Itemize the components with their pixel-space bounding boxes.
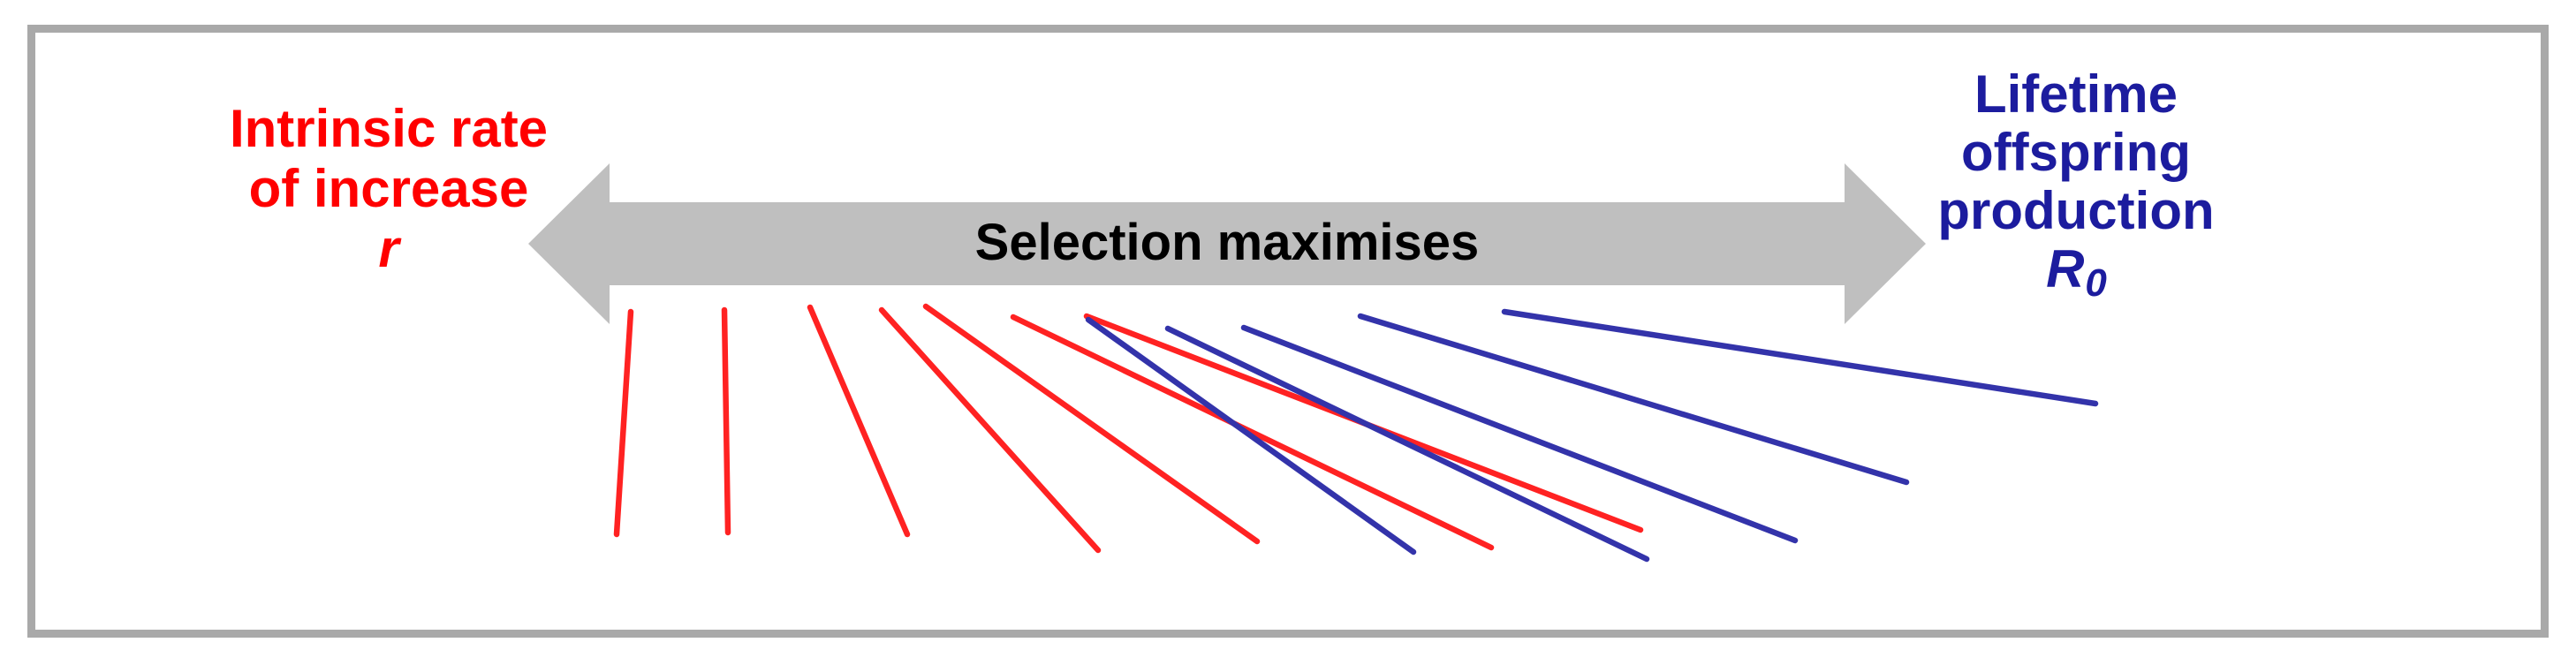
fan-line-blue	[1240, 324, 1799, 544]
left-label-line2: of increase	[248, 159, 529, 218]
fitness-fan-lines	[613, 303, 2099, 563]
arrow-label-text: Selection maximises	[974, 214, 1480, 271]
right-label-lifetime-offspring: Lifetime offspring production R0	[1837, 64, 2315, 306]
fan-line-red	[613, 308, 634, 538]
fan-line-red	[721, 306, 731, 536]
fan-line-red	[878, 306, 1102, 554]
fan-line-blue	[1164, 325, 1650, 563]
right-label-symbol-r0: R0	[2046, 239, 2107, 306]
right-label-line3: production	[1937, 181, 2215, 240]
fan-line-red	[922, 303, 1261, 545]
double-headed-arrow	[528, 163, 1926, 324]
fan-line-blue	[1501, 308, 2099, 407]
left-label-intrinsic-rate: Intrinsic rate of increase r	[150, 99, 627, 279]
left-label-line1: Intrinsic rate	[229, 99, 549, 158]
fan-line-blue	[1085, 316, 1417, 555]
figure-frame	[27, 25, 2549, 638]
left-label-symbol-r: r	[378, 219, 399, 278]
arrow-label-selection-maximises: Selection maximises	[962, 215, 1492, 271]
fan-line-red	[1010, 314, 1495, 551]
fan-line-blue	[1357, 313, 1910, 486]
right-label-line1: Lifetime	[1974, 64, 2178, 124]
fan-line-red	[807, 304, 911, 538]
right-label-line2: offspring	[1961, 123, 2191, 182]
